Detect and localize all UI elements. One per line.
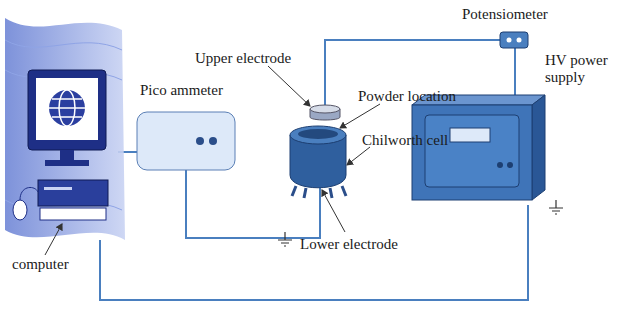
- pico-ammeter-label: Pico ammeter: [140, 82, 223, 99]
- chilworth-cell: [290, 126, 346, 198]
- lower-electrode-label: Lower electrode: [300, 236, 398, 253]
- computer-illustration: [5, 18, 125, 240]
- leader-line: [340, 104, 380, 128]
- upper-electrode: [310, 105, 340, 120]
- potentiometer: [500, 32, 528, 48]
- upper-electrode-label: Upper electrode: [195, 50, 291, 67]
- chilworth-cell-label: Chilworth cell: [362, 132, 448, 149]
- leader-line: [268, 66, 310, 106]
- leader-line: [322, 190, 345, 232]
- leader-line: [45, 224, 62, 255]
- pico-ammeter: [137, 112, 235, 170]
- powder-location-label: Powder location: [358, 88, 456, 105]
- computer-label: computer: [12, 256, 69, 273]
- hv-power-supply-label: HV power supply: [545, 52, 617, 85]
- leader-line: [347, 147, 370, 165]
- potentiometer-label: Potensiometer: [462, 6, 548, 23]
- wires: [100, 40, 528, 300]
